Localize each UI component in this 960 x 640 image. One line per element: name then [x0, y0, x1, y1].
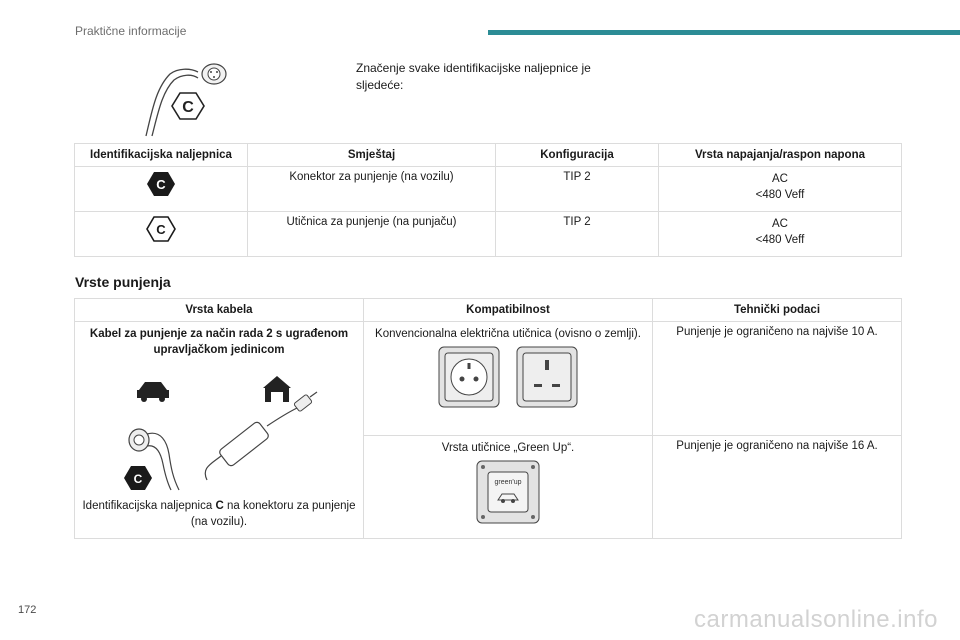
cable-title: Kabel za punjenje za način rada 2 s ugra… — [89, 328, 349, 356]
location-cell: Konektor za punjenje (na vozilu) — [247, 166, 496, 212]
house-icon — [263, 376, 291, 402]
french-socket-icon — [438, 346, 500, 408]
t2-header-compat: Kompatibilnost — [363, 298, 653, 322]
cable-badge-letter: C — [134, 472, 143, 486]
page-number: 172 — [18, 604, 37, 616]
car-icon — [137, 382, 169, 402]
supply-line-1: AC — [772, 218, 788, 230]
t1-header-location: Smještaj — [247, 143, 496, 167]
cable-cell: Kabel za punjenje za način rada 2 s ugra… — [74, 321, 364, 539]
cable-note-bold: C — [215, 500, 224, 512]
location-cell: Utičnica za punjenje (na punjaču) — [247, 211, 496, 257]
cable-illustration: C — [124, 376, 318, 491]
compat-cell: Konvencionalna električna utičnica (ovis… — [363, 321, 653, 436]
accent-bar — [488, 30, 960, 35]
t2-header-cable: Vrsta kabela — [74, 298, 364, 322]
intro-badge-letter: C — [182, 99, 194, 116]
t1-header-label: Identifikacijska naljepnica — [74, 143, 248, 167]
tech-cell: Punjenje je ograničeno na najviše 16 A. — [652, 434, 902, 540]
intro-text: Značenje svake identifikacijske naljepni… — [356, 61, 591, 92]
table-row: Vrsta utičnice „Green Up“. green'up Punj… — [75, 434, 902, 540]
c-badge-filled-icon: C — [124, 466, 152, 490]
tech-cell: Punjenje je ograničeno na najviše 10 A. — [652, 321, 902, 436]
config-cell: TIP 2 — [495, 211, 659, 257]
table-row: C Utičnica za punjenje (na punjaču) TIP … — [74, 211, 902, 257]
supply-line-1: AC — [772, 173, 788, 185]
compat-text: Konvencionalna električna utičnica (ovis… — [375, 328, 641, 340]
cable-note: Identifikacijska naljepnica C na konekto… — [81, 498, 357, 530]
t1-header-supply: Vrsta napajanja/raspon napona — [658, 143, 902, 167]
badge-letter: C — [156, 222, 166, 237]
socket-label: green'up — [494, 479, 521, 486]
supply-cell: AC <480 Veff — [658, 166, 902, 212]
c-badge-outline-icon: C — [146, 216, 176, 242]
t2-header-tech: Tehnički podaci — [652, 298, 902, 322]
section-title: Vrste punjenja — [75, 274, 171, 290]
badge-cell: C — [74, 166, 248, 212]
c-badge-filled-icon: C — [147, 172, 175, 196]
compat-cell: Vrsta utičnice „Green Up“. green'up — [363, 434, 653, 540]
badge-cell: C — [74, 211, 248, 257]
supply-line-2: <480 Veff — [755, 189, 805, 201]
table-row: Kabel za punjenje za način rada 2 s ugra… — [74, 321, 902, 539]
cable-note-prefix: Identifikacijska naljepnica — [82, 500, 213, 512]
charging-table: Vrsta kabela Kompatibilnost Tehnički pod… — [74, 298, 902, 540]
config-cell: TIP 2 — [495, 166, 659, 212]
watermark: carmanualsonline.info — [694, 606, 938, 633]
table-row: C Konektor za punjenje (na vozilu) TIP 2… — [74, 166, 902, 212]
label-table: Identifikacijska naljepnica Smještaj Kon… — [74, 143, 902, 257]
uk-socket-icon — [516, 346, 578, 408]
section-label: Praktične informacije — [75, 24, 187, 38]
supply-cell: AC <480 Veff — [658, 211, 902, 257]
badge-letter: C — [156, 177, 166, 192]
supply-line-2: <480 Veff — [755, 234, 805, 246]
t1-header-config: Konfiguracija — [495, 143, 659, 167]
compat-text: Vrsta utičnice „Green Up“. — [441, 441, 575, 454]
cable-note-suffix: na konektoru za punjenje (na vozilu). — [190, 500, 356, 528]
connector-illustration: C — [145, 63, 227, 137]
green-up-socket-icon: green'up — [476, 460, 540, 524]
